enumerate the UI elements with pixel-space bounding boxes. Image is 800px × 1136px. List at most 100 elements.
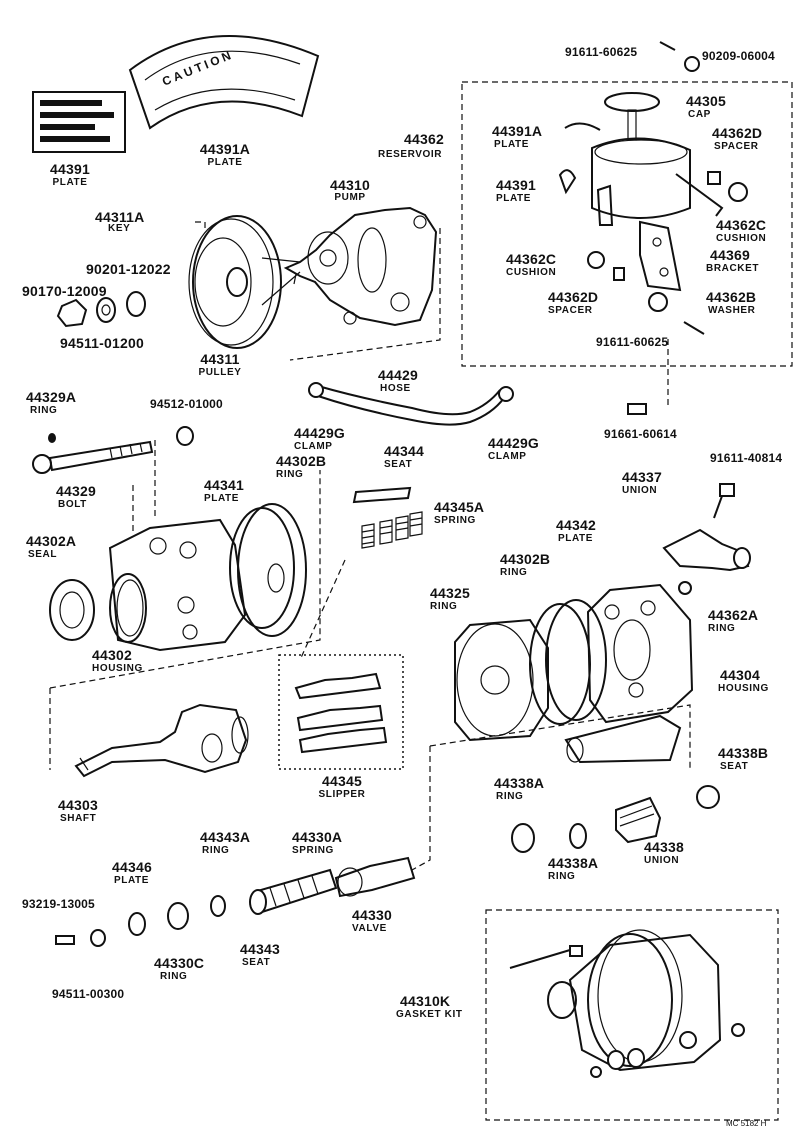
part-44391a-res-number: 44391A: [492, 123, 543, 139]
part-44341-number: 44341: [204, 477, 244, 493]
part-44305-name: CAP: [688, 109, 711, 120]
part-44310k-name: GASKET KIT: [396, 1009, 463, 1020]
plate-44391a-drawing: [128, 35, 320, 130]
part-44429g-right-number: 44429G: [488, 435, 540, 451]
part-44325-number: 44325: [430, 585, 470, 601]
part-44362d-bottom-number: 44362D: [548, 289, 599, 305]
part-91661-60614-number: 91661-60614: [604, 427, 677, 441]
part-44429g-left-name: CLAMP: [294, 441, 333, 452]
part-44302b-rear-name: RING: [500, 567, 528, 578]
part-44338b-name: SEAT: [720, 761, 749, 772]
part-44362-number: 44362: [404, 131, 444, 147]
bolt-drawing: [32, 426, 194, 474]
front-housing-drawing: [49, 503, 307, 652]
pump-drawing: [283, 206, 438, 327]
part-44325-name: RING: [430, 601, 458, 612]
valve-leader: [411, 746, 431, 871]
part-44345-name: SLIPPER: [318, 789, 366, 800]
part-44303-name: SHAFT: [60, 813, 97, 824]
part-44344-number: 44344: [384, 443, 424, 459]
part-94511-01200-number: 94511-01200: [60, 335, 144, 351]
key-leader: [195, 221, 206, 230]
part-44345a-name: SPRING: [434, 515, 476, 526]
slipper-group-boundary: [278, 654, 404, 770]
part-44362c-left-number: 44362C: [506, 251, 557, 267]
reservoir-group-boundary: [461, 81, 793, 367]
part-44391-number: 44391: [50, 161, 90, 177]
part-44362a-name: RING: [708, 623, 736, 634]
part-44311a-name: KEY: [108, 223, 131, 234]
pulley-nut-drawing: [56, 291, 146, 328]
part-44345-number: 44345: [322, 773, 362, 789]
housing-group-leader: [49, 470, 321, 770]
part-91611-60625-top-number: 91611-60625: [565, 45, 638, 59]
part-44330-name: VALVE: [352, 923, 387, 934]
part-44304-name: HOUSING: [718, 683, 769, 694]
gasket-kit-drawing: [509, 929, 745, 1078]
plate-44391-drawing: [32, 91, 126, 153]
part-93219-13005-number: 93219-13005: [22, 897, 95, 911]
part-44310k-number: 44310K: [400, 993, 451, 1009]
part-44311a-number: 44311A: [95, 209, 145, 225]
part-44362d-bottom-name: SPACER: [548, 305, 593, 316]
part-44369-number: 44369: [710, 247, 750, 263]
part-44391-res-name: PLATE: [496, 193, 532, 204]
part-44337-number: 44337: [622, 469, 662, 485]
part-44429-number: 44429: [378, 367, 418, 383]
part-44330-number: 44330: [352, 907, 392, 923]
part-44344-name: SEAT: [384, 459, 413, 470]
part-44330a-number: 44330A: [292, 829, 343, 845]
part-44429g-right-name: CLAMP: [488, 451, 527, 462]
part-44338a-top-number: 44338A: [494, 775, 545, 791]
part-44346-name: PLATE: [114, 875, 150, 886]
pulley-drawing: [188, 215, 301, 349]
part-44362b-number: 44362B: [706, 289, 757, 305]
part-44362-name: RESERVOIR: [378, 149, 443, 160]
hose-drawing: [308, 382, 647, 426]
part-44391a-res-name: PLATE: [494, 139, 530, 150]
part-44302a-name: SEAL: [28, 549, 58, 560]
part-44311-number: 44311: [200, 351, 240, 367]
part-90201-12022-number: 90201-12022: [86, 261, 171, 277]
part-44302b-rear-number: 44302B: [500, 551, 551, 567]
part-44304-number: 44304: [720, 667, 760, 683]
part-44302b-top-name: RING: [276, 469, 304, 480]
part-44330a-name: SPRING: [292, 845, 334, 856]
part-44362c-right-number: 44362C: [716, 217, 767, 233]
part-44302-number: 44302: [92, 647, 132, 663]
part-44329-number: 44329: [56, 483, 96, 499]
pump-leader: [289, 228, 441, 361]
part-44345a-number: 44345A: [434, 499, 485, 515]
part-44330c-number: 44330C: [154, 955, 205, 971]
part-44310-name: PUMP: [334, 192, 366, 203]
part-91611-40814-number: 91611-40814: [710, 451, 783, 465]
part-44391a-number: 44391A: [199, 141, 251, 157]
union-44337-drawing: [662, 483, 751, 595]
part-94512-01000-number: 94512-01000: [150, 397, 223, 411]
part-44341-name: PLATE: [204, 493, 240, 504]
slipper-drawing: [294, 672, 388, 754]
part-44329-name: BOLT: [58, 499, 87, 510]
part-44343a-number: 44343A: [200, 829, 251, 845]
part-44338a-bottom-name: RING: [548, 871, 576, 882]
rear-housing-drawing: [454, 583, 694, 764]
part-44429-name: HOSE: [380, 383, 411, 394]
part-44330c-name: RING: [160, 971, 188, 982]
part-44362c-left-name: CUSHION: [506, 267, 557, 278]
union-44338-drawing: [511, 785, 720, 853]
part-44329a-name: RING: [30, 405, 58, 416]
seat-spring-drawing: [352, 486, 423, 549]
part-44303-number: 44303: [58, 797, 98, 813]
part-44343-name: SEAT: [242, 957, 271, 968]
rear-housing-leader: [429, 704, 691, 770]
part-44391-name: PLATE: [52, 177, 88, 188]
part-44362c-right-name: CUSHION: [716, 233, 767, 244]
gasket-kit-boundary: [485, 909, 779, 1121]
part-90209-06004-number: 90209-06004: [702, 49, 775, 63]
drawing-code: MC 5182 H: [726, 1119, 767, 1128]
part-44338a-bottom-number: 44338A: [548, 855, 599, 871]
part-44342-name: PLATE: [558, 533, 594, 544]
part-44343-number: 44343: [240, 941, 280, 957]
part-44342-number: 44342: [556, 517, 596, 533]
part-94511-00300-number: 94511-00300: [52, 987, 125, 1001]
